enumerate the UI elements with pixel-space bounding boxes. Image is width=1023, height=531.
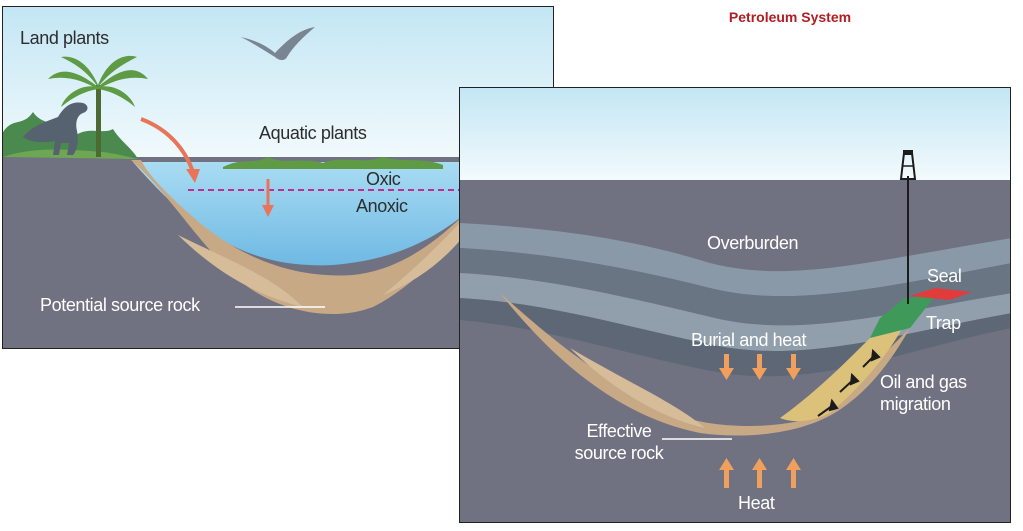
petroleum-system-panel: Overburden Seal Trap Burial and heat Oil… bbox=[459, 87, 1011, 523]
seal bbox=[910, 288, 972, 300]
aquatic-plants-label: Aquatic plants bbox=[259, 123, 367, 143]
migration-carrier bbox=[780, 323, 905, 422]
seal-label: Seal bbox=[927, 266, 962, 286]
land-input-arrowhead bbox=[186, 169, 200, 183]
petroleum-system-illustration bbox=[460, 88, 1010, 522]
trap-label: Trap bbox=[926, 313, 961, 333]
source-rock-lens bbox=[178, 235, 303, 307]
heat-label: Heat bbox=[738, 493, 775, 513]
page-title: Petroleum System bbox=[728, 9, 852, 25]
potential-source-rock-label: Potential source rock bbox=[40, 295, 200, 315]
overburden-layer bbox=[460, 223, 1010, 297]
palm-trunk bbox=[96, 85, 101, 157]
water-basin bbox=[133, 162, 523, 266]
derrick bbox=[903, 150, 913, 155]
anoxic-label: Anoxic bbox=[356, 196, 408, 216]
oil-gas-migration-label-line1: Oil and gas bbox=[880, 372, 967, 392]
burial-arrows bbox=[719, 354, 801, 380]
source-rock-lens bbox=[570, 348, 705, 428]
effective-source-rock-label-line1: Effective bbox=[586, 421, 652, 441]
overburden-layer bbox=[460, 273, 1010, 351]
overburden-label: Overburden bbox=[707, 233, 799, 253]
pterosaur bbox=[241, 27, 315, 60]
overburden-layer bbox=[460, 248, 1010, 326]
trap bbox=[870, 296, 935, 338]
palm-fronds bbox=[48, 55, 148, 107]
effective-source-rock-label-line2: source rock bbox=[574, 443, 664, 463]
source-rock bbox=[131, 160, 523, 315]
deposition-panel: Land plants Aquatic plants Oxic Anoxic P… bbox=[2, 6, 554, 349]
aquatic-input-arrowhead bbox=[262, 205, 274, 217]
sky bbox=[460, 88, 1010, 183]
oil-gas-migration-label-line2: migration bbox=[880, 394, 951, 414]
migration-arrows bbox=[817, 348, 881, 417]
land-input-arrow bbox=[140, 117, 195, 173]
oxic-label: Oxic bbox=[366, 169, 401, 189]
burial-and-heat-label: Burial and heat bbox=[691, 330, 807, 350]
land-plants-label: Land plants bbox=[20, 28, 109, 48]
heat-arrows bbox=[719, 458, 801, 488]
dinosaur bbox=[23, 102, 88, 155]
effective-source-rock bbox=[500, 293, 910, 436]
aquatic-plants bbox=[223, 157, 443, 169]
deposition-illustration bbox=[3, 7, 553, 348]
